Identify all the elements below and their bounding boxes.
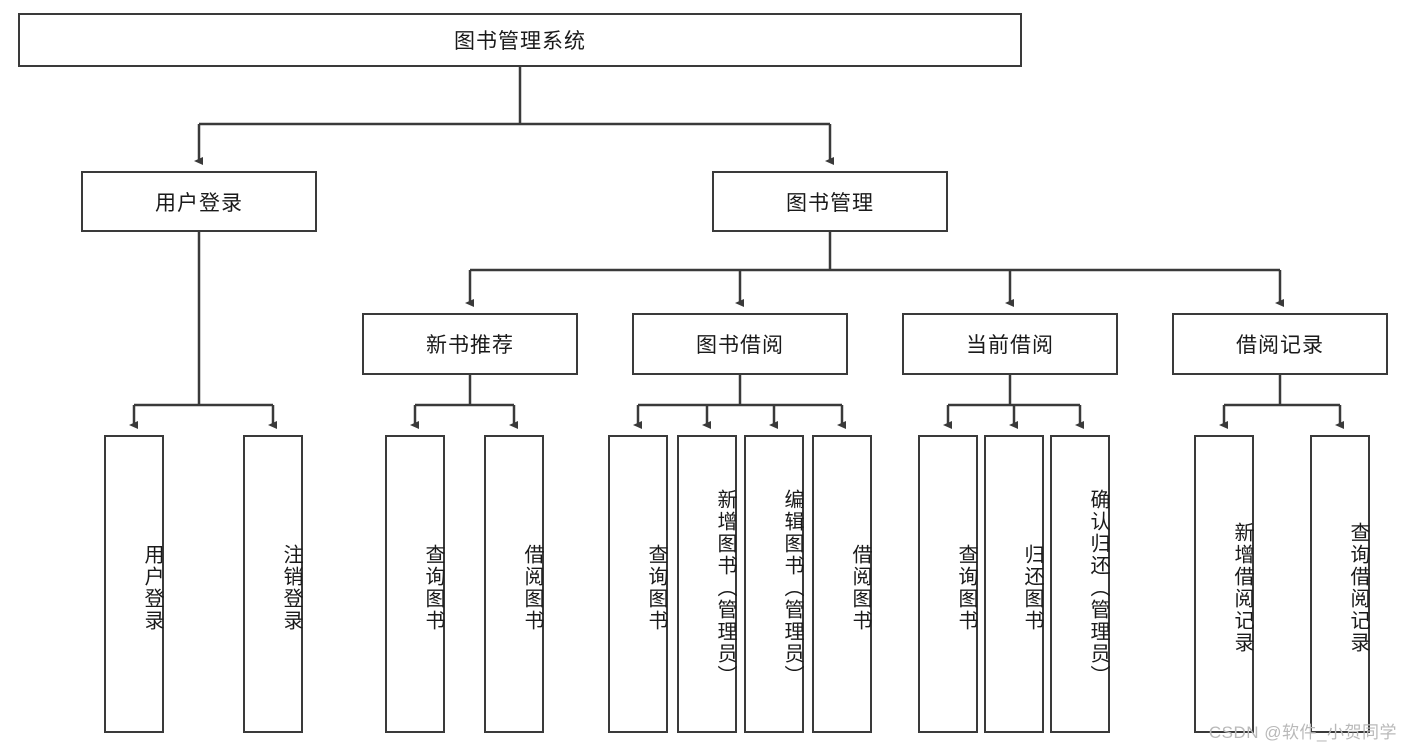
leaf-logout[interactable]: 注销登录 [243, 435, 303, 733]
leaf-query-book-1[interactable]: 查询图书 [385, 435, 445, 733]
node-label: 借阅图书 [521, 544, 543, 632]
node-root-system[interactable]: 图书管理系统 [18, 13, 1022, 67]
node-user-login[interactable]: 用户登录 [81, 171, 317, 232]
node-label: 确认归还（管理员） [1087, 489, 1109, 687]
node-label: 新书推荐 [426, 334, 514, 357]
node-label: 借阅记录 [1236, 334, 1324, 357]
node-label: 查询图书 [422, 544, 444, 632]
leaf-add-book[interactable]: 新增图书（管理员） [677, 435, 737, 733]
leaf-confirm-return[interactable]: 确认归还（管理员） [1050, 435, 1110, 733]
node-label: 当前借阅 [966, 334, 1054, 357]
node-label: 图书借阅 [696, 334, 784, 357]
node-label: 图书管理 [786, 191, 874, 215]
csdn-watermark: CSDN @软件_小贺同学 [1208, 723, 1397, 742]
node-borrow-record[interactable]: 借阅记录 [1172, 313, 1388, 375]
leaf-user-login[interactable]: 用户登录 [104, 435, 164, 733]
node-label: 查询图书 [955, 544, 977, 632]
node-label: 归还图书 [1021, 544, 1043, 632]
leaf-query-book-3[interactable]: 查询图书 [918, 435, 978, 733]
leaf-borrow-book-2[interactable]: 借阅图书 [812, 435, 872, 733]
node-label: 编辑图书（管理员） [781, 489, 803, 687]
node-label: 用户登录 [141, 544, 163, 632]
node-book-manage[interactable]: 图书管理 [712, 171, 948, 232]
node-current-borrow[interactable]: 当前借阅 [902, 313, 1118, 375]
leaf-query-book-2[interactable]: 查询图书 [608, 435, 668, 733]
node-label: 新增借阅记录 [1231, 522, 1253, 654]
leaf-add-record[interactable]: 新增借阅记录 [1194, 435, 1254, 733]
leaf-query-record[interactable]: 查询借阅记录 [1310, 435, 1370, 733]
node-label: 新增图书（管理员） [714, 489, 736, 687]
leaf-edit-book[interactable]: 编辑图书（管理员） [744, 435, 804, 733]
node-new-book-recommend[interactable]: 新书推荐 [362, 313, 578, 375]
node-label: 注销登录 [280, 544, 302, 632]
leaf-return-book[interactable]: 归还图书 [984, 435, 1044, 733]
node-label: 图书管理系统 [454, 30, 586, 53]
node-book-borrow[interactable]: 图书借阅 [632, 313, 848, 375]
node-label: 用户登录 [155, 191, 243, 215]
node-label: 查询借阅记录 [1347, 522, 1369, 654]
node-label: 查询图书 [645, 544, 667, 632]
node-label: 借阅图书 [849, 544, 871, 632]
leaf-borrow-book-1[interactable]: 借阅图书 [484, 435, 544, 733]
